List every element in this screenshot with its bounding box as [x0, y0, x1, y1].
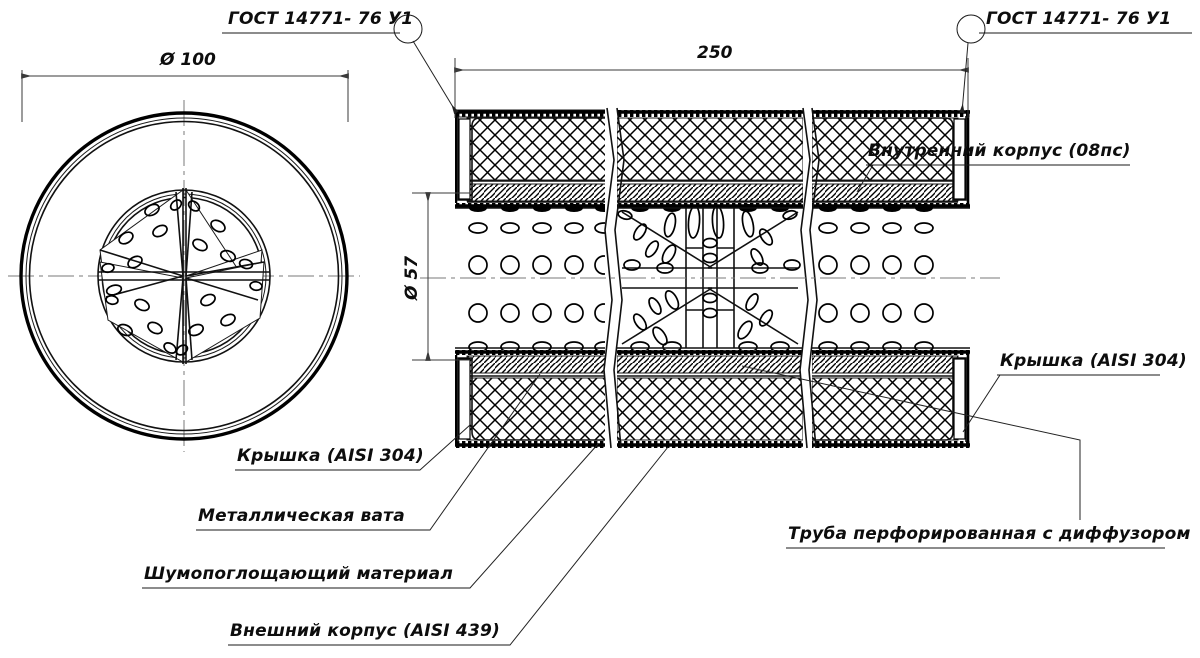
callout-sound-absorbing: Шумопоглощающий материал [144, 564, 453, 584]
callout-outer-body: Внешний корпус (AISI 439) [230, 621, 500, 641]
perforations-left-segment [468, 204, 605, 353]
weld-leader-right [956, 14, 1192, 114]
dimension-outer-diameter [21, 70, 349, 122]
perforations-right-segment [818, 204, 934, 353]
dimension-label-length: 250 [697, 43, 733, 63]
callout-underlines [142, 32, 1192, 646]
weld-leader-left [222, 14, 459, 115]
dimension-label-inner-diameter: Ø 57 [402, 255, 422, 300]
callout-metal-wool: Металлическая вата [198, 506, 405, 526]
callout-cap-right: Крышка (AISI 304) [1000, 351, 1187, 371]
front-view-perforations [101, 199, 263, 356]
weld-note-right: ГОСТ 14771- 76 У1 [986, 9, 1172, 29]
dimension-label-outer-diameter: Ø 100 [160, 50, 216, 70]
callout-perforated-tube: Труба перфорированная с диффузором [788, 524, 1191, 544]
dimension-length [454, 58, 969, 118]
end-view-circular [8, 100, 360, 452]
weld-note-left: ГОСТ 14771- 76 У1 [228, 9, 414, 29]
callout-inner-body: Внутренний корпус (08пс) [868, 141, 1131, 161]
section-segment-center-diffuser [617, 110, 803, 448]
section-segment-left [455, 109, 605, 448]
callout-cap-left: Крышка (AISI 304) [237, 446, 424, 466]
dimension-inner-diameter [412, 192, 470, 361]
